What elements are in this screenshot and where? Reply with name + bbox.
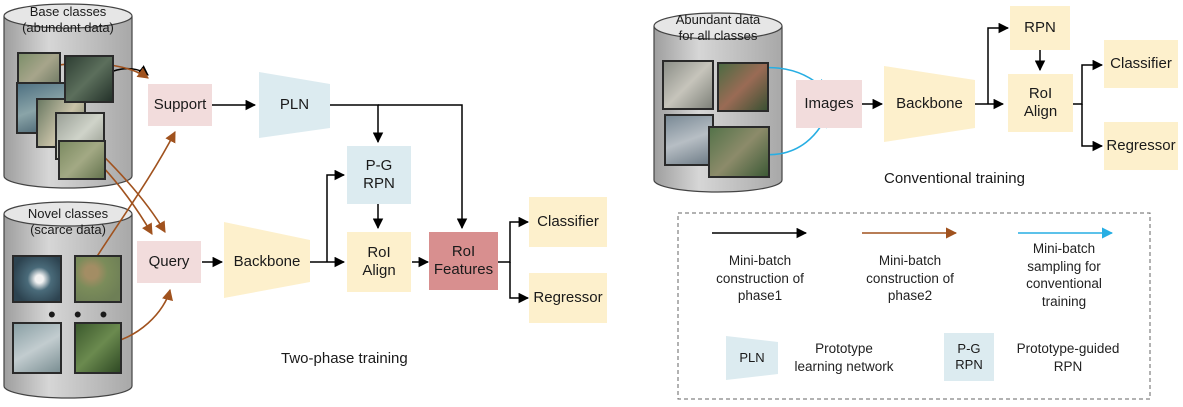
arrow-backbone-to-pgrpn xyxy=(326,169,346,262)
conventional-caption: Conventional training xyxy=(884,170,1025,187)
base-image-6 xyxy=(58,140,106,180)
query-box: Query xyxy=(137,241,201,283)
backbone-shape-right xyxy=(884,66,975,142)
base-image-4 xyxy=(64,55,114,103)
all-image-4 xyxy=(708,126,770,178)
legend-pln-label: PLN xyxy=(739,350,765,366)
pg-rpn-box: P-G RPN xyxy=(347,146,411,204)
all-classes-label: Abundant data for all classes xyxy=(675,12,761,44)
novel-image-1 xyxy=(12,255,62,303)
arrow-pln-to-roifeatures xyxy=(378,104,468,230)
legend-pln-desc: Prototype learning network xyxy=(794,341,894,374)
novel-classes-label: Novel classes (scarce data) xyxy=(27,206,109,238)
regressor-box: Regressor xyxy=(529,273,607,323)
legend-pgrpn-desc: Prototype-guided RPN xyxy=(1016,341,1120,374)
novel-image-3 xyxy=(12,322,62,374)
images-box: Images xyxy=(796,80,862,128)
arrow-pln-to-pgrpn xyxy=(330,104,384,144)
support-box: Support xyxy=(148,84,212,126)
novel-image-2 xyxy=(74,255,122,303)
legend-blue-label: Mini-batch sampling for conventional tra… xyxy=(1026,241,1102,309)
all-image-3 xyxy=(664,114,714,166)
regressor-box-right: Regressor xyxy=(1104,122,1178,170)
base-classes-label: Base classes (abundant data) xyxy=(22,4,114,36)
backbone-label-right: Backbone xyxy=(896,95,963,112)
backbone-label: Backbone xyxy=(233,253,301,270)
classifier-box-right: Classifier xyxy=(1104,40,1178,88)
roi-align-box-right: RoI Align xyxy=(1008,74,1073,132)
arrow-roifeatures-to-classifier xyxy=(498,216,530,263)
all-image-2 xyxy=(717,62,769,112)
novel-image-4 xyxy=(74,322,122,374)
two-phase-caption: Two-phase training xyxy=(281,350,408,367)
legend-black-label: Mini-batch construction of phase1 xyxy=(716,253,804,304)
pln-shape xyxy=(259,72,330,138)
legend-brown-label: Mini-batch construction of phase2 xyxy=(866,253,954,304)
arrow-backbone-to-rpn xyxy=(987,22,1010,104)
arrow-roifeatures-to-regressor xyxy=(509,262,530,304)
arrow-roialign-to-regressor xyxy=(1081,104,1104,152)
legend-pgrpn-box: P-G RPN xyxy=(944,333,994,381)
legend-pln-shape xyxy=(726,336,778,380)
roi-features-box: RoI Features xyxy=(429,232,498,290)
backbone-shape xyxy=(224,222,310,298)
pln-label: PLN xyxy=(279,96,310,113)
novel-ellipsis: • • • xyxy=(48,302,114,327)
classifier-box: Classifier xyxy=(529,197,607,247)
all-image-1 xyxy=(662,60,714,110)
rpn-box: RPN xyxy=(1010,6,1070,50)
roi-align-box: RoI Align xyxy=(347,232,411,292)
arrow-roialign-to-classifier xyxy=(1073,59,1104,105)
